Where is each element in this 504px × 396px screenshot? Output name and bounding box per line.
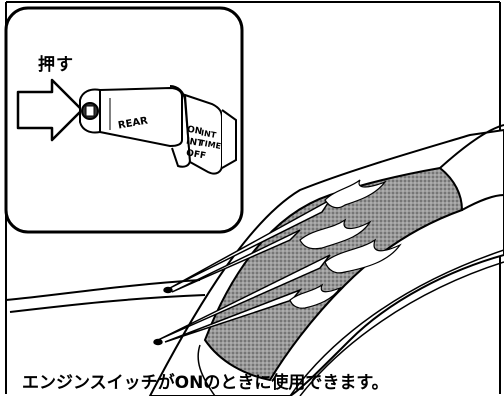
usage-caption: エンジンスイッチがONのときに使用できます。	[22, 373, 389, 393]
push-instruction-label: 押す	[38, 55, 74, 75]
outer-ring-label: INT TIME	[198, 128, 222, 151]
wiper-stalk	[79, 85, 237, 175]
body-lines	[5, 279, 206, 313]
push-arrow	[16, 78, 84, 142]
washer-spray	[153, 199, 331, 346]
water-splash	[289, 179, 402, 309]
